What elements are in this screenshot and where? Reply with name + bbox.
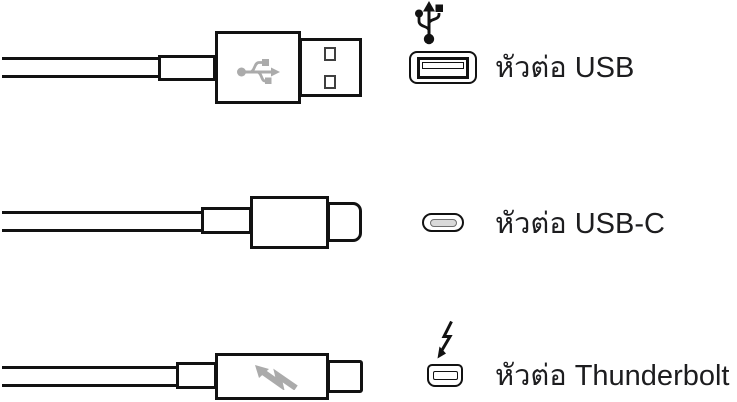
usb-trident-icon: [411, 1, 447, 45]
thunderbolt-plug-tip: [327, 360, 363, 393]
thunderbolt-connector-body: [215, 353, 329, 400]
usb-a-port-icon: [409, 51, 477, 84]
cable-wire-top: [2, 211, 202, 214]
cable-wire-top: [2, 366, 177, 369]
usb-trident-gray-icon: [236, 56, 280, 86]
thunderbolt-label: หัวต่อ Thunderbolt: [495, 360, 730, 392]
usb-c-connector-body: [250, 196, 329, 249]
usb-c-plug-tip: [327, 202, 362, 242]
cable-strain-relief: [158, 55, 216, 81]
cable-wire-bottom: [2, 75, 159, 78]
usb-plug-contact-top: [324, 47, 336, 61]
mini-displayport-port-icon: [427, 364, 463, 387]
usb-c-port-icon: [422, 213, 464, 232]
mini-displayport-port-slot: [432, 370, 458, 380]
cable-wire-bottom: [2, 384, 177, 387]
cable-strain-relief: [176, 362, 217, 389]
usb-a-port-slot: [417, 56, 469, 79]
thunderbolt-bolt-icon: [435, 320, 457, 360]
usb-label: หัวต่อ USB: [495, 52, 635, 84]
usb-c-label: หัวต่อ USB-C: [495, 208, 665, 240]
cable-strain-relief: [201, 207, 252, 234]
usb-c-port-slot: [429, 218, 457, 227]
usb-metal-plug: [299, 38, 362, 97]
usb-a-port-tongue: [422, 61, 464, 69]
thunderbolt-bolt-gray-icon: [254, 364, 300, 390]
cable-wire-bottom: [2, 229, 202, 232]
cable-wire-top: [2, 57, 159, 60]
usb-connector-body: [215, 31, 301, 104]
usb-plug-contact-bottom: [324, 75, 336, 89]
